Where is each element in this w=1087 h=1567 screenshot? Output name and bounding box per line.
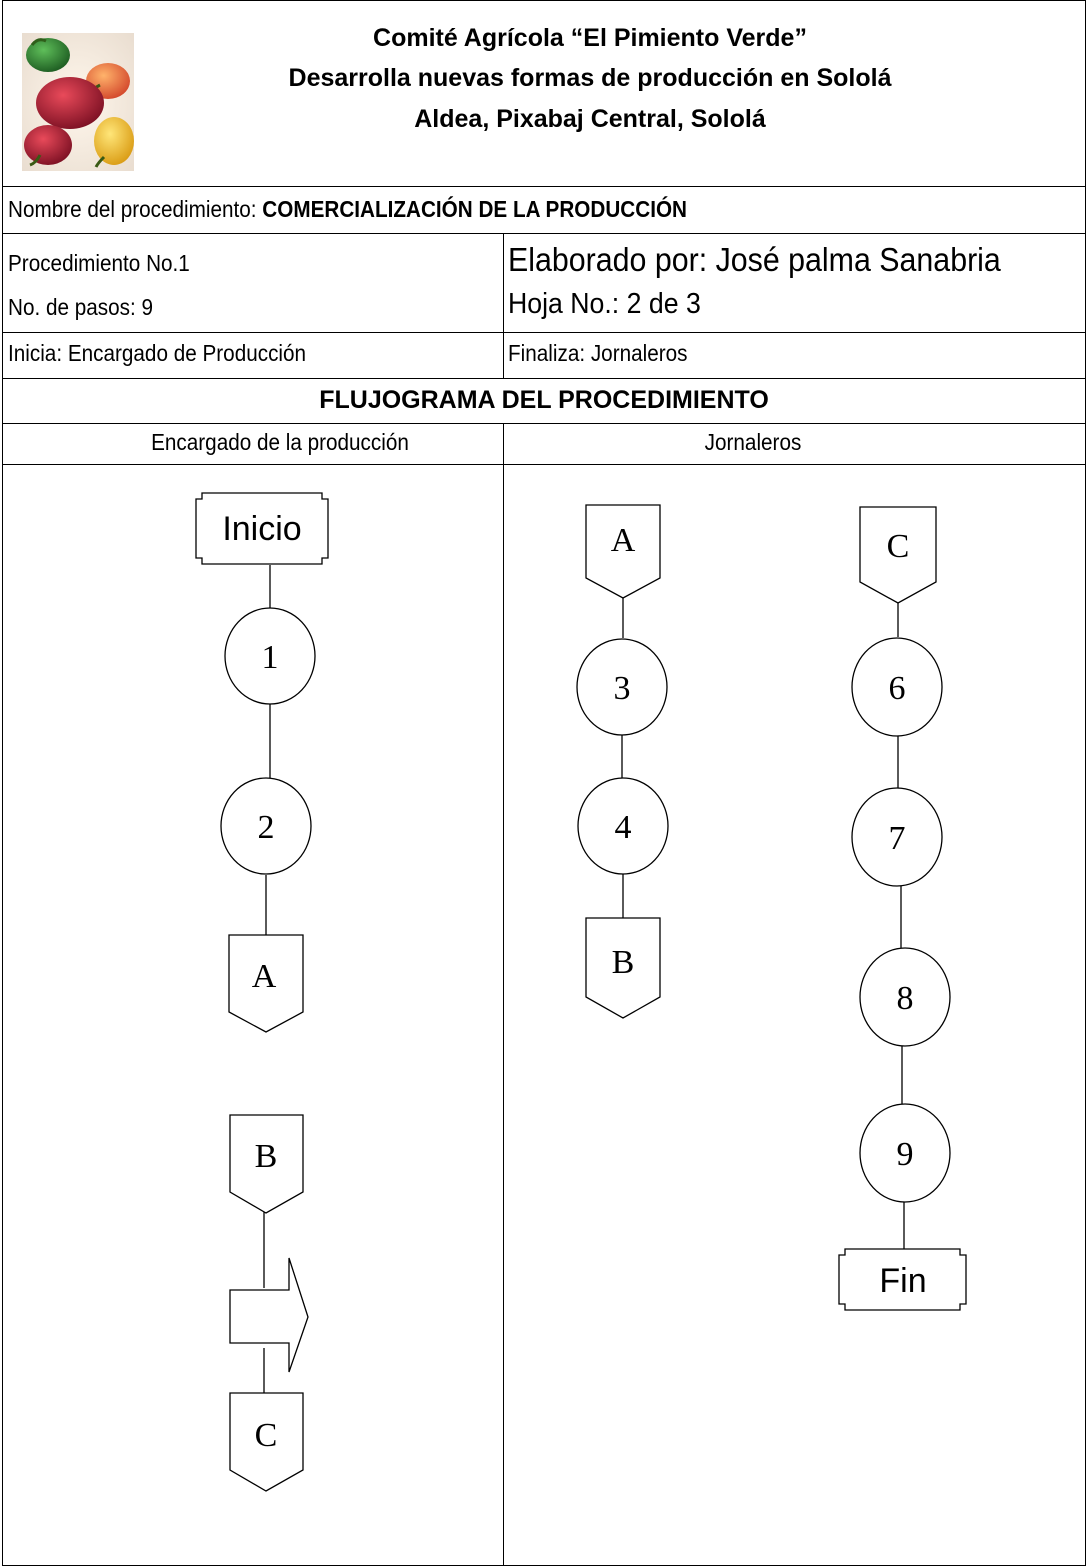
ends-with: Finaliza: Jornaleros xyxy=(508,340,688,366)
start-terminator: Inicio xyxy=(195,492,329,565)
start-label: Inicio xyxy=(222,510,301,548)
lane-header-production-manager: Encargado de la producción xyxy=(151,429,409,455)
step-7-circle xyxy=(851,787,943,887)
procedure-name-value: COMERCIALIZACIÓN DE LA PRODUCCIÓN xyxy=(262,196,688,222)
step-2-label: 2 xyxy=(258,809,275,846)
procedure-name: Nombre del procedimiento: COMERCIALIZACI… xyxy=(8,196,687,223)
steps-count: No. de pasos: 9 xyxy=(8,294,153,320)
lane-divider xyxy=(503,423,504,1566)
divider xyxy=(2,464,1086,465)
divider xyxy=(2,186,1086,187)
step-8-circle xyxy=(859,947,951,1047)
connector-a-in xyxy=(585,504,661,599)
end-label: Fin xyxy=(879,1262,926,1300)
divider xyxy=(2,233,1086,234)
step-7-label: 7 xyxy=(889,820,906,857)
step-9-circle xyxy=(859,1103,951,1203)
connector-b-out-label: B xyxy=(612,944,635,981)
committee-location: Aldea, Pixabaj Central, Sololá xyxy=(414,105,766,133)
end-terminator: Fin xyxy=(838,1248,967,1311)
procedure-name-label: Nombre del procedimiento: xyxy=(8,196,263,222)
prepared-by: Elaborado por: José palma Sanabria xyxy=(508,241,1001,278)
step-6-label: 6 xyxy=(889,670,906,707)
starts-with: Inicia: Encargado de Producción xyxy=(8,340,307,366)
peppers-logo xyxy=(22,33,134,171)
connector-b-out xyxy=(585,917,661,1019)
step-4-circle xyxy=(577,777,669,875)
step-2-circle xyxy=(220,777,312,875)
connector-c-in-label: C xyxy=(887,528,910,565)
connector-c-in xyxy=(859,506,937,604)
sheet-number: Hoja No.: 2 de 3 xyxy=(508,288,701,320)
divider xyxy=(503,233,504,378)
step-8-label: 8 xyxy=(897,980,914,1017)
step-9-label: 9 xyxy=(897,1136,914,1173)
connector-c-out xyxy=(229,1392,304,1492)
lane-header-day-laborers: Jornaleros xyxy=(704,429,802,455)
divider xyxy=(2,332,1086,333)
connector-a-out xyxy=(228,934,304,1033)
connector-b-in xyxy=(229,1114,304,1214)
procedure-number: Procedimiento No.1 xyxy=(8,250,190,276)
step-6-circle xyxy=(851,637,943,737)
connector-c-out-label: C xyxy=(255,1417,278,1454)
committee-tagline: Desarrolla nuevas formas de producción e… xyxy=(288,64,892,92)
connector-a-in-label: A xyxy=(611,522,636,559)
committee-name: Comité Agrícola “El Pimiento Verde” xyxy=(373,24,807,52)
divider xyxy=(2,378,1086,379)
transfer-arrow-icon xyxy=(229,1257,309,1373)
flowchart-title: FLUJOGRAMA DEL PROCEDIMIENTO xyxy=(319,386,769,414)
connector-b-in-label: B xyxy=(255,1138,278,1175)
step-3-circle xyxy=(576,638,668,736)
connector-a-out-label: A xyxy=(252,958,277,995)
step-3-label: 3 xyxy=(614,670,631,707)
step-1-circle xyxy=(224,607,316,705)
step-4-label: 4 xyxy=(615,809,632,846)
step-1-label: 1 xyxy=(262,639,279,676)
divider xyxy=(2,423,1086,424)
